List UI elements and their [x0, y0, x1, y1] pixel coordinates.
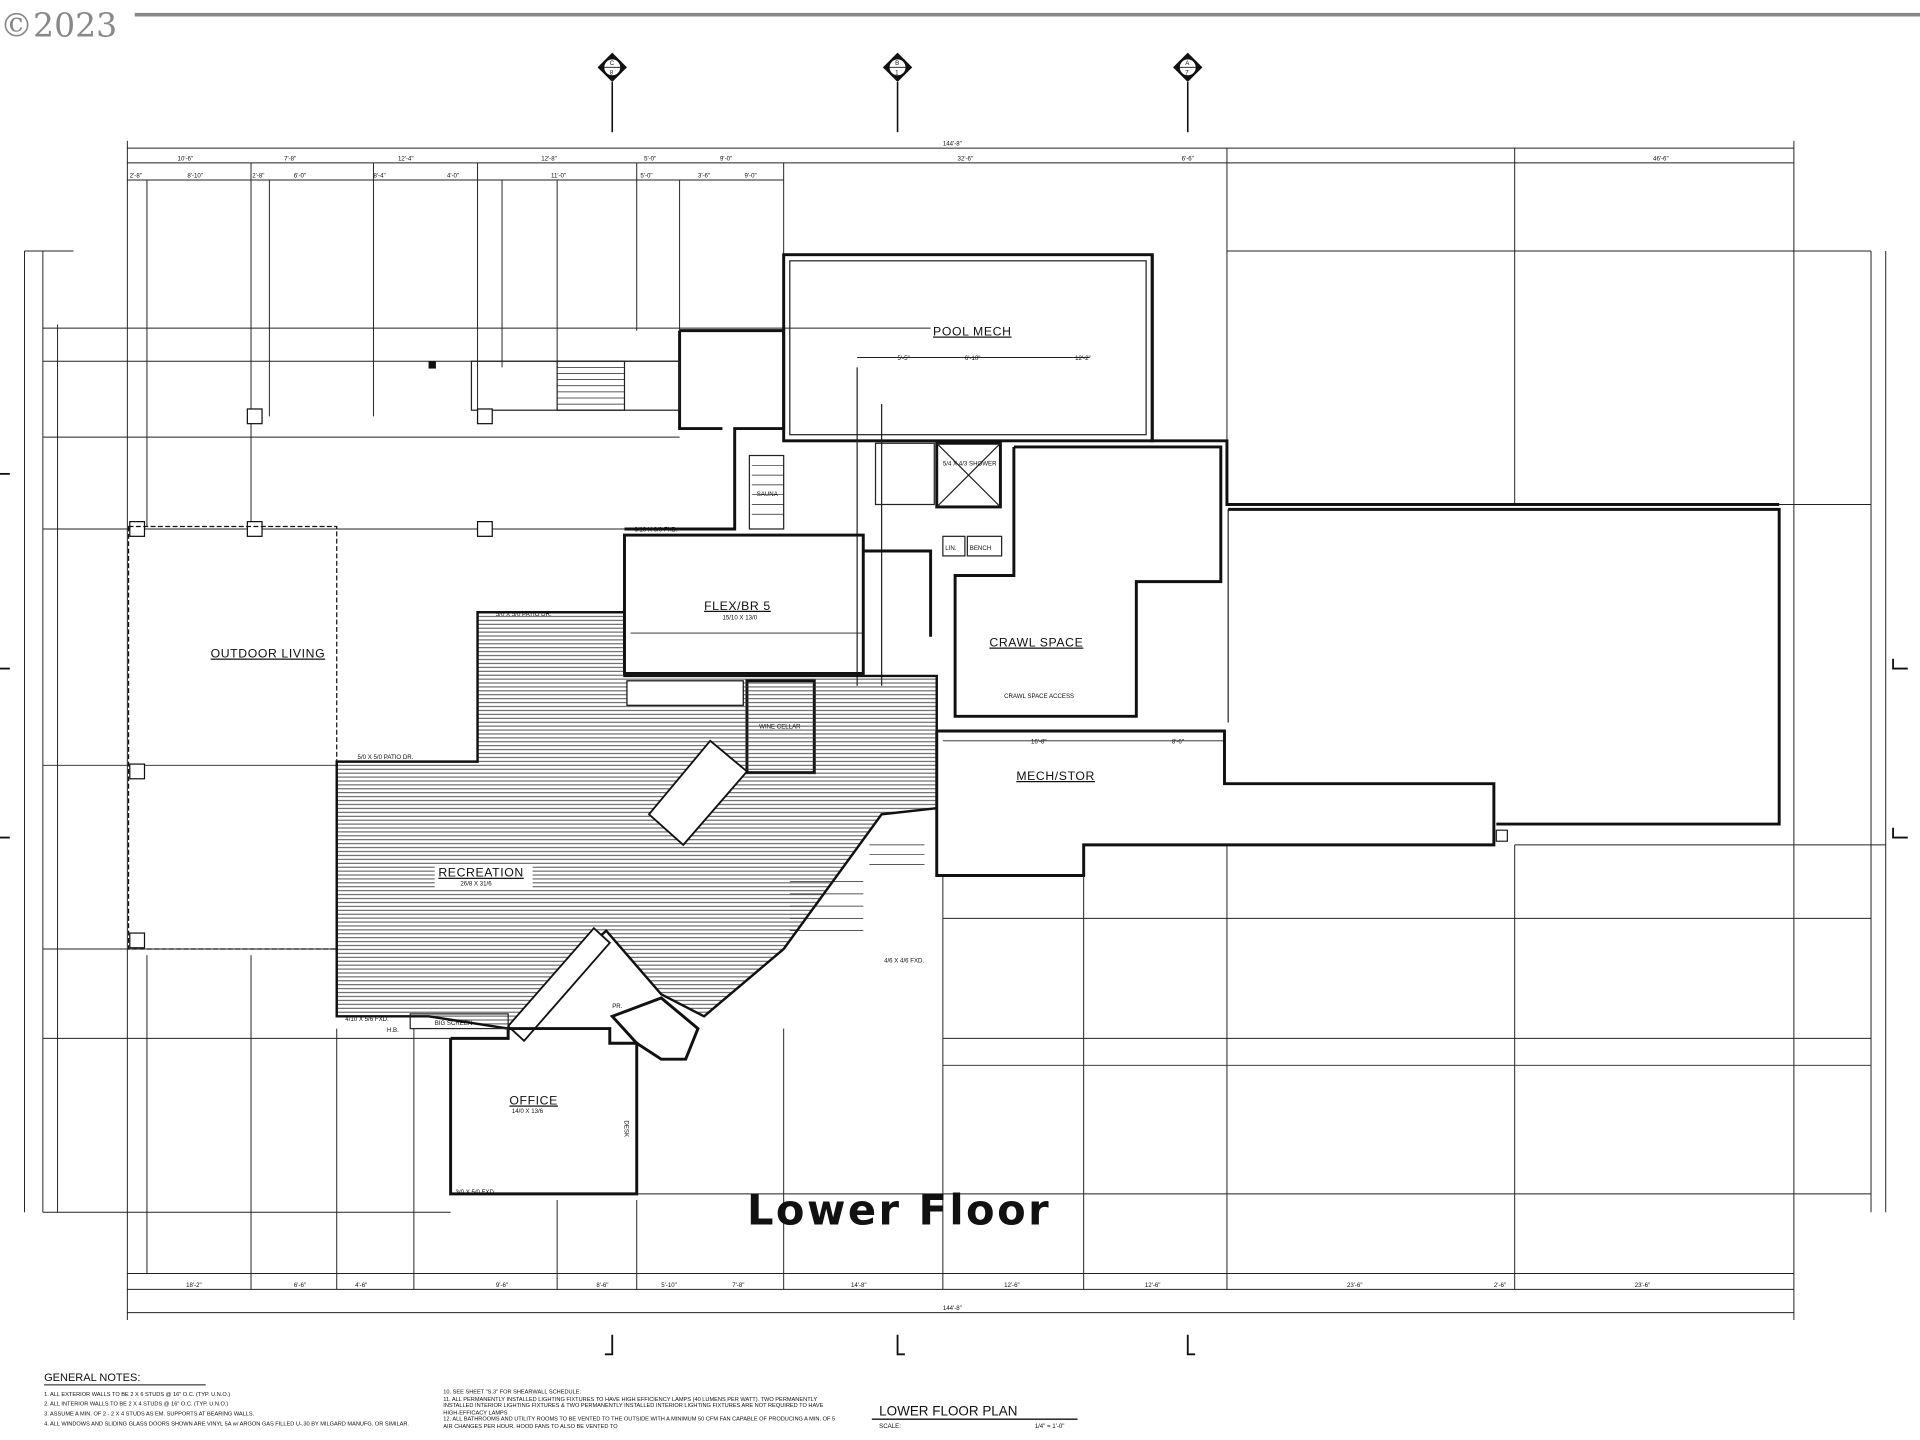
- office-walls: [449, 1027, 639, 1196]
- svg-text:A: A: [1185, 60, 1190, 67]
- svg-text:12'-6": 12'-6": [1004, 1282, 1020, 1289]
- svg-text:8'-6": 8'-6": [1172, 738, 1184, 745]
- svg-text:3'-6": 3'-6": [698, 173, 710, 180]
- room-label-flex: FLEX/BR 5: [704, 599, 771, 613]
- svg-text:23'-6": 23'-6": [1635, 1282, 1651, 1289]
- svg-text:6/10 X 6/0 FXD.: 6/10 X 6/0 FXD.: [634, 526, 678, 533]
- room-label-outdoor-living: OUTDOOR LIVING: [211, 647, 326, 661]
- svg-text:8'-10": 8'-10": [187, 173, 203, 180]
- room-labels: POOL MECH CRAWL SPACE CRAWL SPACE ACCESS…: [211, 325, 1095, 1138]
- svg-text:8'-6": 8'-6": [596, 1282, 608, 1289]
- svg-text:14'-8": 14'-8": [851, 1282, 867, 1289]
- svg-text:12'-8": 12'-8": [541, 155, 557, 162]
- walls: [127, 253, 1781, 950]
- svg-text:16'-8": 16'-8": [1031, 738, 1047, 745]
- room-label-desk: DESK: [622, 1120, 629, 1137]
- svg-text:32'-6": 32'-6": [958, 155, 974, 162]
- svg-text:6'-6": 6'-6": [1182, 155, 1194, 162]
- section-marker-c[interactable]: C 8: [597, 52, 627, 133]
- svg-text:4/6 X 4/6 FXD.: 4/6 X 4/6 FXD.: [884, 957, 924, 964]
- svg-text:144'-8": 144'-8": [943, 141, 962, 148]
- svg-text:9'-0": 9'-0": [720, 155, 732, 162]
- plan-title-block: LOWER FLOOR PLAN SCALE: 1/4" = 1'-0": [871, 1404, 1078, 1430]
- svg-text:7'-8": 7'-8": [284, 155, 296, 162]
- svg-text:4'-6": 4'-6": [355, 1282, 367, 1289]
- svg-text:2'-8": 2'-8": [252, 173, 264, 180]
- svg-text:5'-5": 5'-5": [898, 355, 910, 362]
- room-label-mech-stor: MECH/STOR: [1016, 769, 1095, 783]
- svg-text:5'-10": 5'-10": [661, 1282, 677, 1289]
- sheet-title: Lower Floor: [747, 1185, 1051, 1234]
- svg-text:C: C: [610, 60, 615, 67]
- svg-text:6'-6": 6'-6": [294, 1282, 306, 1289]
- svg-text:3. ASSUME A MIN. OF 2 - 2 X 4: 3. ASSUME A MIN. OF 2 - 2 X 4 STUDS AS E…: [44, 1412, 255, 1418]
- svg-text:8'-4": 8'-4": [373, 173, 385, 180]
- svg-text:GENERAL NOTES:: GENERAL NOTES:: [44, 1372, 140, 1384]
- svg-text:11'-0": 11'-0": [551, 173, 566, 180]
- svg-text:12'-6": 12'-6": [1145, 1282, 1161, 1289]
- room-label-office: OFFICE: [509, 1093, 558, 1107]
- svg-text:3/0 X 5/0 FXD.: 3/0 X 5/0 FXD.: [456, 1189, 496, 1196]
- fireplace: [647, 739, 749, 847]
- room-label-lin: LIN.: [945, 545, 957, 552]
- room-label-bench: BENCH: [970, 545, 991, 552]
- room-label-crawl-space-access: CRAWL SPACE ACCESS: [1004, 693, 1074, 700]
- room-label-crawl-space: CRAWL SPACE: [989, 636, 1083, 650]
- room-label-shower: 5/4 X 4/3 SHOWER: [943, 460, 997, 467]
- room-label-office-size: 14/0 X 13/6: [512, 1108, 544, 1115]
- note-10: 10. SEE SHEET "S.3" FOR SHEARWALL SCHEDU…: [443, 1388, 582, 1395]
- section-marker-a[interactable]: A 7: [1173, 52, 1203, 133]
- svg-text:9'-0": 9'-0": [744, 173, 756, 180]
- svg-text:1: 1: [895, 70, 899, 77]
- general-notes: GENERAL NOTES: 1. ALL EXTERIOR WALLS TO …: [44, 1372, 836, 1429]
- section-cut-marks-bottom: [0, 472, 1908, 1356]
- svg-text:12'-2": 12'-2": [1075, 355, 1091, 362]
- room-label-flex-size: 15/10 X 13/0: [722, 615, 757, 622]
- room-label-recreation: RECREATION: [438, 866, 523, 880]
- section-marker-b[interactable]: B 1: [882, 52, 913, 133]
- watermark: ©2023: [0, 6, 117, 45]
- svg-text:4'-0": 4'-0": [447, 173, 459, 180]
- svg-text:5/0 X 5/0 PATIO DR.: 5/0 X 5/0 PATIO DR.: [496, 611, 552, 618]
- svg-text:2. ALL INTERIOR WALLS TO BE 2: 2. ALL INTERIOR WALLS TO BE 2 X 4 STUDS …: [44, 1402, 228, 1408]
- svg-text:8: 8: [610, 70, 614, 77]
- svg-text:2'-6": 2'-6": [1494, 1282, 1506, 1289]
- room-label-recreation-size: 26/8 X 31/6: [460, 880, 492, 887]
- room-label-sauna: SAUNA: [757, 491, 779, 498]
- svg-text:B: B: [895, 60, 899, 67]
- svg-text:5'-0": 5'-0": [644, 155, 656, 162]
- svg-text:6'-0": 6'-0": [294, 173, 306, 180]
- room-label-wine-cellar: WINE CELLAR: [759, 724, 801, 731]
- opening-labels: 6/10 X 6/0 FXD. 5/0 X 5/0 PATIO DR. 5/0 …: [345, 526, 924, 1195]
- dimension-labels: 144'-8" 10'-6" 7'-8" 12'-4" 12'-8" 5'-0"…: [130, 141, 1669, 1312]
- svg-text:1/4" = 1'-0": 1/4" = 1'-0": [1035, 1423, 1065, 1430]
- svg-text:H.B.: H.B.: [387, 1027, 399, 1034]
- note-12: 12. ALL BATHROOMS AND UTILITY ROOMS TO B…: [443, 1415, 836, 1429]
- svg-text:10'-6": 10'-6": [178, 155, 194, 162]
- svg-text:12'-4": 12'-4": [398, 155, 414, 162]
- svg-text:9'-6": 9'-6": [496, 1282, 508, 1289]
- recreation-floor-hatch: [335, 611, 938, 1030]
- tv-wall: [506, 926, 612, 1043]
- svg-text:5'-0": 5'-0": [640, 173, 652, 180]
- svg-text:18'-2": 18'-2": [186, 1282, 202, 1289]
- svg-text:4/10 X 5/6 FXD.: 4/10 X 5/6 FXD.: [345, 1016, 389, 1023]
- svg-text:SCALE:: SCALE:: [879, 1423, 901, 1430]
- note-11: 11. ALL PERMANENTLY INSTALLED LIGHTING F…: [443, 1395, 824, 1416]
- svg-text:LOWER FLOOR PLAN: LOWER FLOOR PLAN: [879, 1404, 1017, 1419]
- svg-text:7: 7: [1185, 70, 1189, 77]
- svg-text:2'-8": 2'-8": [130, 173, 142, 180]
- svg-text:46'-6": 46'-6": [1653, 155, 1669, 162]
- svg-text:144'-8": 144'-8": [943, 1305, 962, 1312]
- svg-text:6'-10": 6'-10": [965, 355, 981, 362]
- svg-text:23'-6": 23'-6": [1347, 1282, 1363, 1289]
- svg-text:7'-8": 7'-8": [732, 1282, 744, 1289]
- svg-text:1. ALL EXTERIOR WALLS TO BE 2: 1. ALL EXTERIOR WALLS TO BE 2 X 6 STUDS …: [44, 1392, 230, 1398]
- room-label-pool-mech: POOL MECH: [933, 325, 1011, 339]
- svg-text:5/0 X 5/0 PATIO DR.: 5/0 X 5/0 PATIO DR.: [358, 754, 414, 761]
- room-label-pantry: PR.: [612, 1003, 622, 1010]
- svg-text:4. ALL WINDOWS AND SLIDING GL: 4. ALL WINDOWS AND SLIDING GLASS DOORS S…: [44, 1421, 409, 1427]
- room-label-big-screen: BIG SCREEN: [435, 1020, 473, 1027]
